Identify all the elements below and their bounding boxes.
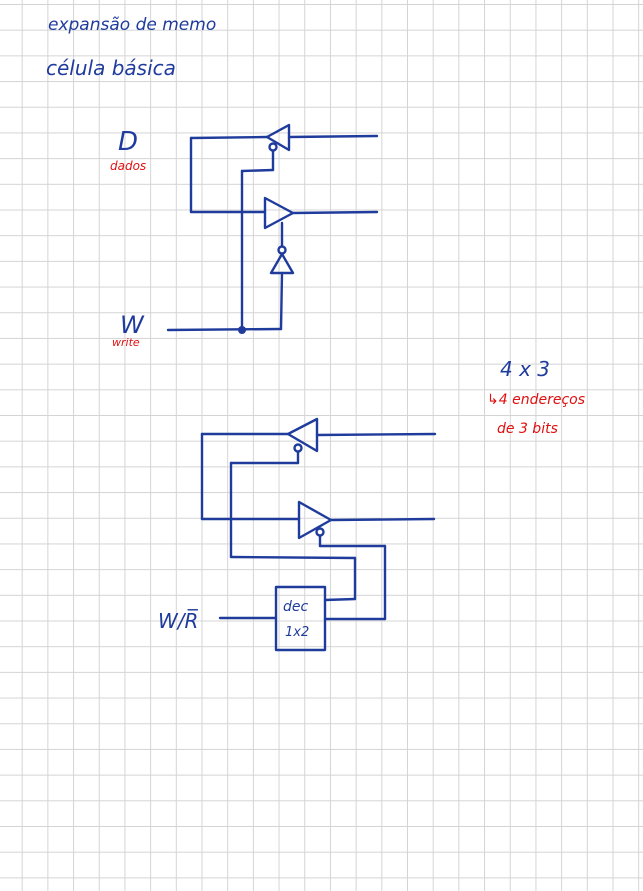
wire-write-input: [166, 327, 283, 332]
wr-label: W/R̅: [158, 608, 199, 633]
decoder-block: [274, 585, 327, 652]
wire-inverter-in: [279, 271, 284, 331]
wire-top-enable-horizontal: [240, 168, 275, 173]
read-buffer-top-2: [286, 417, 319, 453]
wire-enable-bottom-2: [229, 555, 357, 560]
wire-top-output-2: [315, 432, 437, 437]
memory-note-addresses: ↳4 endereços: [487, 392, 585, 408]
buffer-enable-bubble-2: [293, 443, 303, 453]
wire-buffer-output: [291, 210, 379, 215]
buffer-enable-bubble: [268, 142, 278, 152]
page-title: expansão de memo: [48, 15, 216, 35]
junction-dot: [238, 326, 246, 334]
write-buffer-2: [297, 500, 333, 540]
wire-decoder-out-0: [323, 597, 357, 602]
decoder-size-label: 1x2: [285, 625, 309, 640]
page-subtitle: célula básica: [46, 56, 176, 80]
buffer-enable-bubble-3: [315, 527, 325, 537]
inverter: [269, 252, 295, 275]
memory-note-bits: de 3 bits: [497, 421, 558, 437]
write-buffer: [263, 196, 295, 230]
data-label: D: [118, 127, 138, 157]
wire-top-left: [189, 135, 269, 140]
inverter-bubble: [277, 245, 287, 255]
wire-top-output: [287, 134, 379, 139]
wire-buffer-output-2: [329, 517, 436, 522]
data-sublabel: dados: [110, 159, 146, 173]
decoder-label: dec: [283, 599, 309, 615]
write-sublabel: write: [112, 336, 140, 349]
write-label: W: [120, 311, 145, 339]
memory-size-label: 4 x 3: [500, 357, 550, 381]
decoder-cell-diagram: dec 1x2 W/R̅: [158, 417, 437, 652]
basic-cell-diagram: D dados W write: [110, 123, 379, 349]
